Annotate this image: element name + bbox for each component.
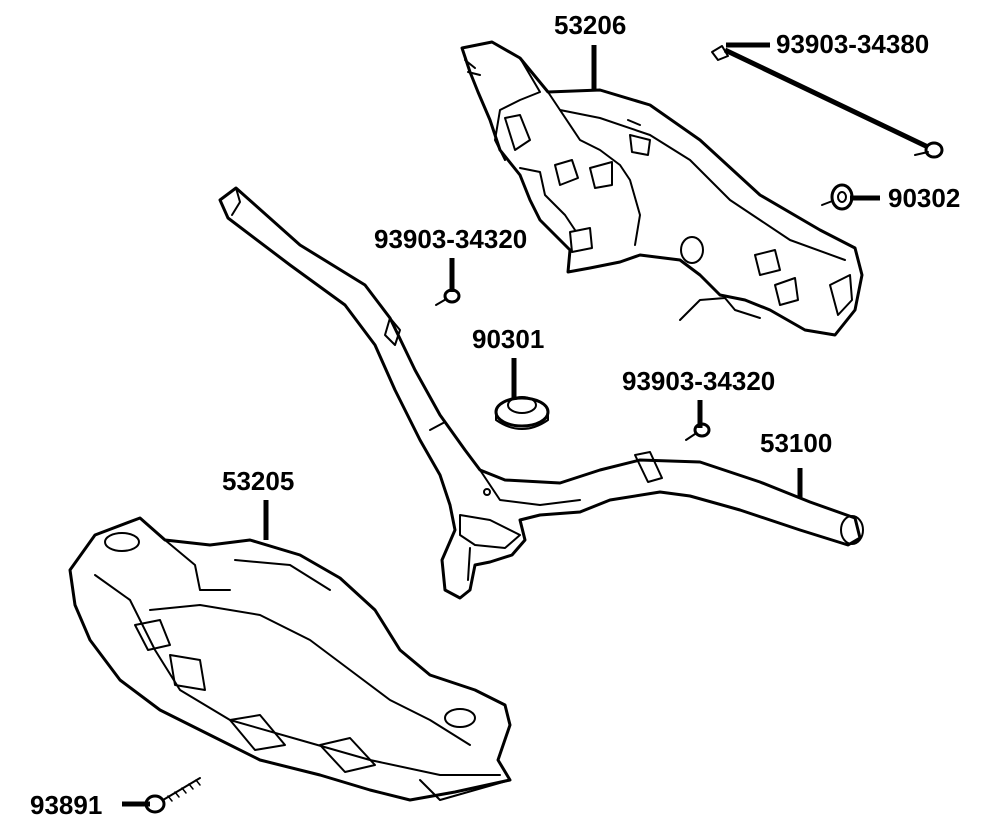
label-90301: 90301 (472, 324, 544, 354)
long-screw (711, 45, 944, 159)
grommet-nut (821, 183, 854, 211)
small-screw-left (435, 288, 461, 306)
leader-lines (122, 42, 880, 807)
label-53100: 53100 (760, 428, 832, 458)
label-53205: 53205 (222, 466, 294, 496)
rear-handlebar-cover (460, 40, 864, 337)
label-93903-34320-left: 93903-34320 (374, 224, 527, 254)
label-93903-34320-right: 93903-34320 (622, 366, 775, 396)
label-90302: 90302 (888, 183, 960, 213)
bolt-93891 (144, 777, 201, 814)
label-53206: 53206 (554, 10, 626, 40)
center-nut (494, 396, 550, 430)
label-93891: 93891 (30, 790, 102, 820)
handlebar (218, 186, 864, 600)
front-handlebar-cover (68, 516, 512, 802)
label-93903-34380: 93903-34380 (776, 29, 929, 59)
